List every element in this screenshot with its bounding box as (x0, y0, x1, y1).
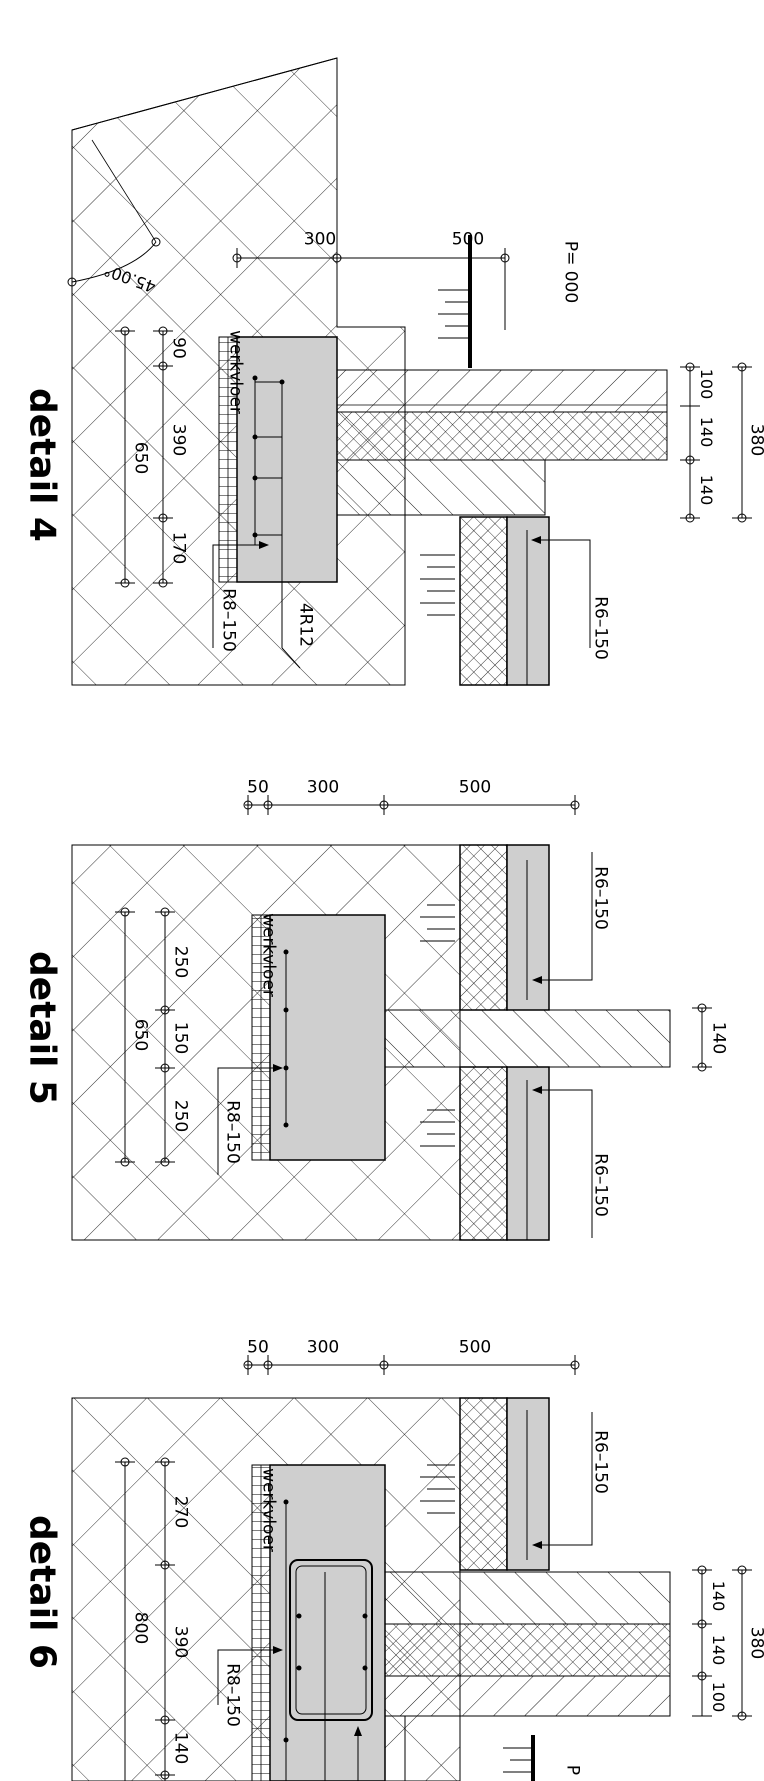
stirrup-cage (289, 1559, 373, 1721)
dim-500: 500 (458, 777, 492, 798)
dim-50: 50 (247, 777, 269, 798)
dim-380: 380 (746, 423, 764, 457)
rebar-floor-label: R6–150 (590, 596, 611, 660)
detail-4-title: detail 4 (21, 388, 63, 542)
dimension-top (232, 248, 510, 330)
dim-100: 100 (697, 368, 716, 400)
level-label-cut: P (562, 1764, 583, 1776)
dim-500: 500 (458, 1337, 492, 1358)
dim-250a: 250 (170, 945, 191, 979)
rebar-floor-label-b: R6–150 (590, 1153, 611, 1217)
rebar-stirrup-label: R8–150 (222, 1100, 243, 1164)
dim-140b: 140 (697, 474, 716, 506)
wall-cavity-insulation (384, 1623, 671, 1677)
foundation-beam (269, 1464, 386, 1781)
dim-140: 140 (170, 1731, 191, 1765)
wall-cavity-insulation (336, 411, 668, 461)
dim-380: 380 (746, 1626, 764, 1660)
dim-90: 90 (168, 337, 189, 359)
detail-6 (71, 1355, 752, 1781)
floor-slab (506, 516, 550, 686)
dim-140b: 140 (709, 1634, 728, 1666)
dim-500: 500 (451, 229, 485, 250)
floor-slab (506, 1397, 550, 1571)
dim-390: 390 (168, 423, 189, 457)
wall-inner-leaf (384, 1571, 671, 1625)
detail-4 (67, 57, 752, 686)
rebar-main-label: 4R12 (295, 602, 316, 648)
werkvloer-label: werkvloer (258, 913, 279, 997)
detail-5-title: detail 5 (21, 951, 63, 1105)
floor-insulation (459, 1397, 508, 1571)
rebar-floor-label: R6–150 (590, 1430, 611, 1494)
dim-650: 650 (130, 1018, 151, 1052)
floor-slab-left (506, 844, 550, 1011)
dim-300: 300 (303, 229, 337, 250)
floor-insulation-right (459, 1066, 508, 1241)
dim-140: 140 (708, 1021, 729, 1055)
rebar-stirrup-label: R8–150 (218, 588, 239, 652)
wall-core (384, 1009, 671, 1068)
dim-800: 800 (130, 1611, 151, 1645)
dim-300: 300 (306, 1337, 340, 1358)
dim-270: 270 (170, 1495, 191, 1529)
dim-150: 150 (170, 1021, 191, 1055)
dim-300: 300 (306, 777, 340, 798)
rebar-floor-label-a: R6–150 (590, 866, 611, 930)
dim-100: 100 (709, 1681, 728, 1713)
werkvloer-label: werkvloer (225, 330, 246, 414)
dim-250b: 250 (170, 1099, 191, 1133)
floor-insulation (459, 516, 508, 686)
detail-5 (71, 795, 712, 1241)
wall-inner-leaf (336, 459, 546, 516)
floor-insulation-left (459, 844, 508, 1011)
angle-arc (71, 241, 157, 283)
dim-170: 170 (168, 531, 189, 565)
detail-6-title: detail 6 (21, 1515, 63, 1669)
werkvloer-label: werkvloer (258, 1468, 279, 1552)
wall-outer-leaf (336, 369, 668, 413)
dim-140a: 140 (697, 416, 716, 448)
level-label: P= 000 (560, 240, 581, 304)
wall-outer-leaf (384, 1675, 671, 1717)
foundation-beam (269, 914, 386, 1161)
dim-140a: 140 (709, 1580, 728, 1612)
slope-line (71, 57, 338, 131)
rebar-stirrup-label: R8–150 (222, 1663, 243, 1727)
floor-slab-right (506, 1066, 550, 1241)
dim-650: 650 (130, 441, 151, 475)
dim-50: 50 (247, 1337, 269, 1358)
dim-390: 390 (170, 1625, 191, 1659)
